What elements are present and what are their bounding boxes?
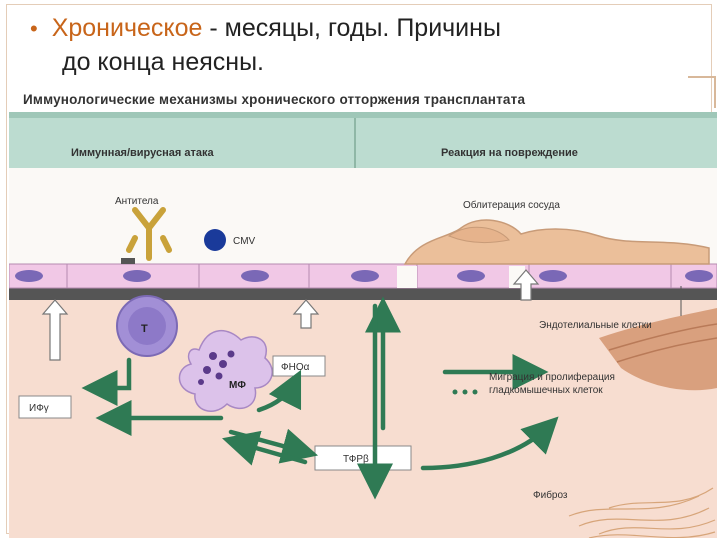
arrow-from-tgf bbox=[222, 430, 308, 466]
ifn-box bbox=[18, 395, 72, 419]
antigen-marker bbox=[121, 258, 135, 264]
fibrosis-fibers bbox=[568, 487, 716, 538]
arrow-tgf-to-migration bbox=[420, 416, 559, 471]
obliteration-lobe bbox=[447, 226, 510, 244]
bullet-term: Хроническое bbox=[51, 14, 203, 42]
header-top-rule bbox=[9, 112, 717, 118]
bullet-rest: - месяцы, годы. Причины bbox=[202, 14, 501, 42]
macrophage bbox=[178, 329, 273, 412]
bullet-text: • Хроническое - месяцы, годы. Причины bbox=[30, 12, 690, 45]
t-cell-nucleus bbox=[128, 307, 166, 345]
arrow-macrophage-to-tnf bbox=[256, 369, 302, 413]
ifn-label: ИФγ bbox=[29, 403, 49, 414]
bullet-text-line2: до конца неясны. bbox=[62, 48, 265, 76]
fibrosis-label: Фиброз bbox=[533, 489, 568, 501]
tnf-label: ФНОα bbox=[281, 362, 310, 373]
antibodies-label: Антитела bbox=[115, 196, 159, 207]
header-band bbox=[9, 118, 717, 168]
bullet-icon: • bbox=[30, 16, 38, 41]
smooth-muscle bbox=[599, 308, 717, 391]
diagram-canvas: Иммунная/вирусная атака Реакция на повре… bbox=[9, 112, 717, 538]
migration-label-line2: гладкомышечных клеток bbox=[489, 385, 603, 396]
vessel-obliteration-label: Облитерация сосуда bbox=[463, 199, 560, 211]
tgf-label: ТФРβ bbox=[343, 454, 369, 465]
antibody-icon bbox=[126, 207, 172, 261]
diagram-title: Иммунологические механизмы хронического … bbox=[23, 92, 526, 107]
endothelial-nuclei bbox=[15, 270, 713, 282]
rejection-diagram: Иммунологические механизмы хронического … bbox=[9, 88, 717, 538]
macrophage-granules bbox=[198, 350, 235, 385]
basement-membrane bbox=[9, 288, 717, 300]
green-arrows bbox=[81, 296, 559, 500]
macrophage-label: МФ bbox=[229, 380, 246, 391]
cmv-label: CMV bbox=[233, 236, 256, 247]
endothelial-cells-label: Эндотелиальные клетки bbox=[539, 320, 652, 331]
white-arrow-icon bbox=[41, 299, 69, 361]
arrow-t-to-ifn bbox=[81, 357, 132, 406]
white-arrow-icon bbox=[292, 299, 320, 329]
header-left: Иммунная/вирусная атака bbox=[71, 147, 214, 159]
t-cell-label: Т bbox=[141, 323, 148, 335]
white-arrow-icon bbox=[512, 269, 540, 301]
cmv-virus-icon bbox=[204, 229, 226, 251]
endothelial-gap bbox=[397, 266, 417, 288]
header-right: Реакция на повреждение bbox=[441, 147, 578, 159]
migration-dots bbox=[452, 389, 478, 395]
frame-corner-decoration bbox=[688, 76, 716, 108]
migration-label-line1: Миграция и пролиферация bbox=[489, 371, 615, 383]
